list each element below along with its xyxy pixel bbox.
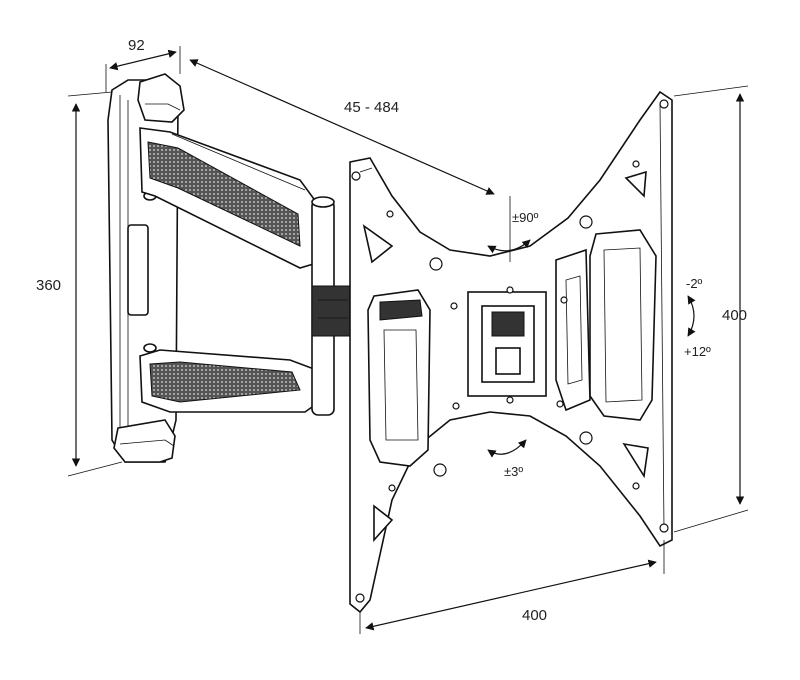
vesa-height-label: 400 xyxy=(722,307,747,324)
tilt-up-angle-label: +12º xyxy=(684,344,711,359)
lower-arm xyxy=(139,349,323,413)
vesa-plate xyxy=(349,90,673,614)
dimension-lines xyxy=(67,46,749,634)
tilt-down-angle-label: -2º xyxy=(686,276,703,291)
vesa-width-label: 400 xyxy=(522,607,547,624)
wall-plate-height-label: 360 xyxy=(36,277,61,294)
swivel-angle-label: ±90º xyxy=(512,210,539,225)
extension-label: 45 - 484 xyxy=(344,99,399,116)
depth-label: 92 xyxy=(128,37,145,54)
rotation-angle-label: ±3º xyxy=(504,464,523,479)
rotation-arrows xyxy=(487,196,696,458)
hinge-column xyxy=(311,196,353,416)
